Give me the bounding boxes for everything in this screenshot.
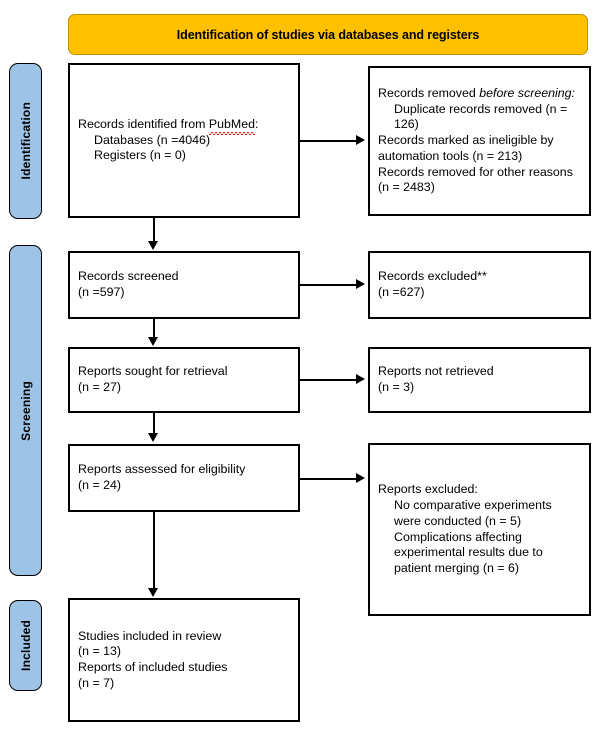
connector-sought-to-not-retrieved [300, 379, 357, 381]
reports-assessed-label: Reports assessed for eligibility [78, 462, 246, 477]
stage-label-included: Included [9, 600, 42, 691]
reports-excluded-reason-1: No comparative experiments were conducte… [394, 498, 556, 528]
records-removed-emphasis: before screening [479, 85, 572, 100]
records-screened-label: Records screened [78, 269, 179, 284]
records-identified-registers: Registers (n = 0) [94, 148, 186, 163]
arrowhead-down-sought [148, 337, 158, 346]
connector-screened-to-excluded [300, 284, 357, 286]
connector-identified-to-removed [300, 140, 357, 142]
reports-sought-count: (n = 27) [78, 380, 122, 394]
connector-assessed-to-included [153, 512, 155, 590]
records-identified-databases: Databases (n =4046) [94, 132, 211, 147]
records-screened-count: (n =597) [78, 285, 125, 299]
records-removed-duplicates: Duplicate records removed (n = 126) [394, 101, 571, 132]
connector-identified-to-screened [153, 218, 155, 243]
records-removed-automation: Records marked as ineligible by automati… [378, 133, 558, 163]
box-reports-not-retrieved: Reports not retrieved (n = 3) [368, 347, 591, 413]
reports-sought-label: Reports sought for retrieval [78, 364, 228, 379]
arrowhead-right-removed [356, 135, 365, 145]
reports-included-label: Reports of included studies [78, 660, 228, 674]
reports-not-retrieved-label: Reports not retrieved [378, 364, 494, 379]
arrowhead-down-assessed [148, 433, 158, 442]
records-identified-line1: Records identified from PubMed: [78, 116, 259, 135]
box-records-identified: Records identified from PubMed: Database… [68, 63, 300, 218]
header-banner: Identification of studies via databases … [68, 14, 588, 55]
arrowhead-down-screened [148, 241, 158, 250]
studies-included-label: Studies included in review [78, 628, 222, 643]
reports-not-retrieved-count: (n = 3) [378, 380, 415, 394]
stage-label-screening: Screening [9, 245, 42, 576]
reports-excluded-reason-2: Complications affecting experimental res… [394, 529, 547, 576]
stage-screening-text: Screening [18, 380, 33, 441]
arrowhead-right-not-retrieved [356, 374, 365, 384]
box-reports-assessed: Reports assessed for eligibility (n = 24… [68, 444, 300, 512]
records-removed-line1: Records removed before screening: [378, 85, 575, 100]
reports-excluded-label: Reports excluded: [378, 482, 478, 497]
stage-included-text: Included [18, 620, 33, 671]
box-reports-excluded: Reports excluded: No comparative experim… [368, 443, 591, 616]
box-studies-included: Studies included in review (n = 13) Repo… [68, 598, 300, 722]
connector-sought-to-assessed [153, 413, 155, 435]
records-removed-other: Records removed for other reasons (n = 2… [378, 164, 577, 195]
header-title: Identification of studies via databases … [176, 27, 480, 42]
arrowhead-down-included [148, 588, 158, 597]
arrowhead-right-excluded-records [356, 279, 365, 289]
box-records-removed: Records removed before screening: Duplic… [368, 66, 591, 216]
box-reports-sought: Reports sought for retrieval (n = 27) [68, 347, 300, 413]
stage-identification-text: Identification [18, 102, 33, 180]
records-excluded-label: Records excluded** [378, 269, 487, 284]
records-excluded-count: (n =627) [378, 285, 425, 299]
stage-label-identification: Identification [9, 63, 42, 219]
box-records-screened: Records screened (n =597) [68, 251, 300, 319]
reports-assessed-count: (n = 24) [78, 478, 122, 492]
reports-included-count: (n = 7) [78, 675, 115, 690]
arrowhead-right-excluded-reports [356, 473, 365, 483]
connector-assessed-to-excluded [300, 478, 357, 480]
studies-included-count: (n = 13) [78, 644, 122, 659]
connector-screened-to-sought [153, 319, 155, 339]
pubmed-term-spellcheck: PubMed [208, 116, 256, 135]
box-records-excluded: Records excluded** (n =627) [368, 251, 591, 319]
